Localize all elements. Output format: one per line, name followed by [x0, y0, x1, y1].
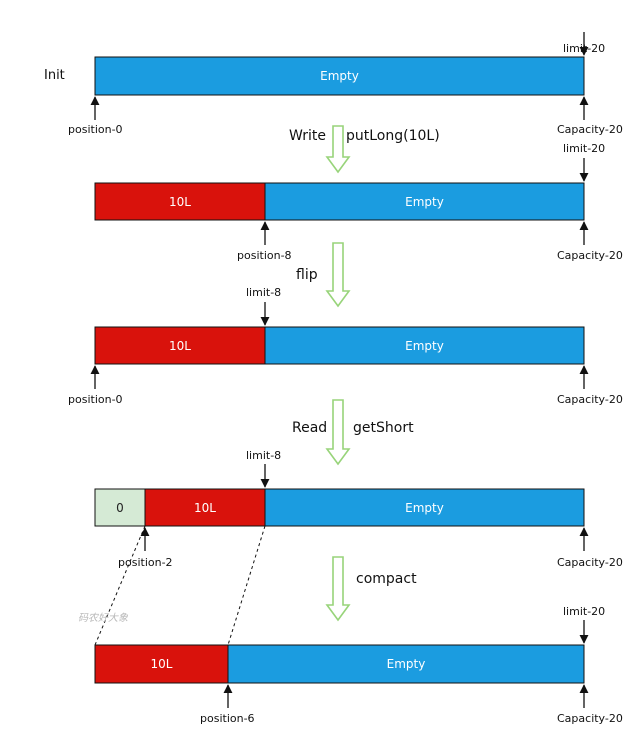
buffer-read-segment-empty — [264, 488, 585, 527]
buffer-flip-segment-filled-label: 10L — [169, 338, 191, 353]
transition-arrow-t-read — [325, 399, 351, 466]
capacity-label-write: Capacity-20 — [557, 249, 623, 262]
position-label-init: position-0 — [68, 123, 123, 136]
capacity-label-flip: Capacity-20 — [557, 393, 623, 406]
buffer-compact-segment-empty — [227, 644, 585, 684]
limit-label-compact: limit-20 — [563, 605, 606, 618]
buffer-compact-segment-filled — [94, 644, 229, 684]
buffer-init-segment-empty — [94, 56, 585, 96]
transition-call-t-read: getShort — [353, 420, 414, 436]
transition-arrow-t-write — [325, 125, 351, 174]
position-label-read: position-2 — [118, 556, 173, 569]
buffer-read-segment-consumed — [94, 488, 146, 527]
transition-op-t-write: Write — [289, 128, 326, 144]
buffer-flip-segment-empty — [264, 326, 585, 365]
transition-op-t-flip: flip — [296, 267, 318, 283]
limit-label-flip: limit-8 — [246, 286, 282, 299]
capacity-label-read: Capacity-20 — [557, 556, 623, 569]
buffer-compact-segment-filled-label: 10L — [150, 657, 173, 671]
transition-op-t-read: Read — [292, 420, 328, 436]
transition-call-t-write: putLong(10L) — [346, 128, 440, 144]
position-label-flip: position-0 — [68, 393, 123, 406]
buffer-write-segment-filled — [94, 182, 266, 221]
transition-call-t-compact: compact — [356, 571, 417, 587]
buffer-flip-segment-empty-label: Empty — [405, 338, 444, 353]
buffer-read-segment-filled-label: 10L — [194, 500, 216, 515]
buffer-write-segment-empty-label: Empty — [405, 194, 444, 209]
buffer-flip-segment-filled — [94, 326, 266, 365]
compact-guide-right — [227, 525, 266, 646]
capacity-label-init: Capacity-20 — [557, 123, 623, 136]
limit-label-read: limit-8 — [246, 449, 282, 462]
buffer-read-segment-consumed-label: 0 — [116, 500, 124, 515]
buffer-compact-segment-empty-label: Empty — [386, 657, 426, 671]
buffer-write-segment-empty — [264, 182, 585, 221]
position-label-write: position-8 — [237, 249, 292, 262]
position-label-compact: position-6 — [200, 712, 255, 725]
limit-label-write: limit-20 — [563, 142, 606, 155]
watermark: 码农好大象 — [78, 613, 128, 624]
buffer-write-segment-filled-label: 10L — [169, 194, 191, 209]
transition-arrow-t-compact — [325, 556, 351, 622]
limit-label-init: limit-20 — [563, 42, 606, 55]
row-title-init: Init — [44, 68, 65, 83]
transition-arrow-t-flip — [325, 242, 351, 308]
compact-guide-left — [94, 525, 146, 646]
buffer-init-segment-empty-label: Empty — [320, 69, 359, 83]
buffer-read-segment-filled — [144, 488, 266, 527]
buffer-read-segment-empty-label: Empty — [405, 500, 444, 515]
capacity-label-compact: Capacity-20 — [557, 712, 623, 725]
